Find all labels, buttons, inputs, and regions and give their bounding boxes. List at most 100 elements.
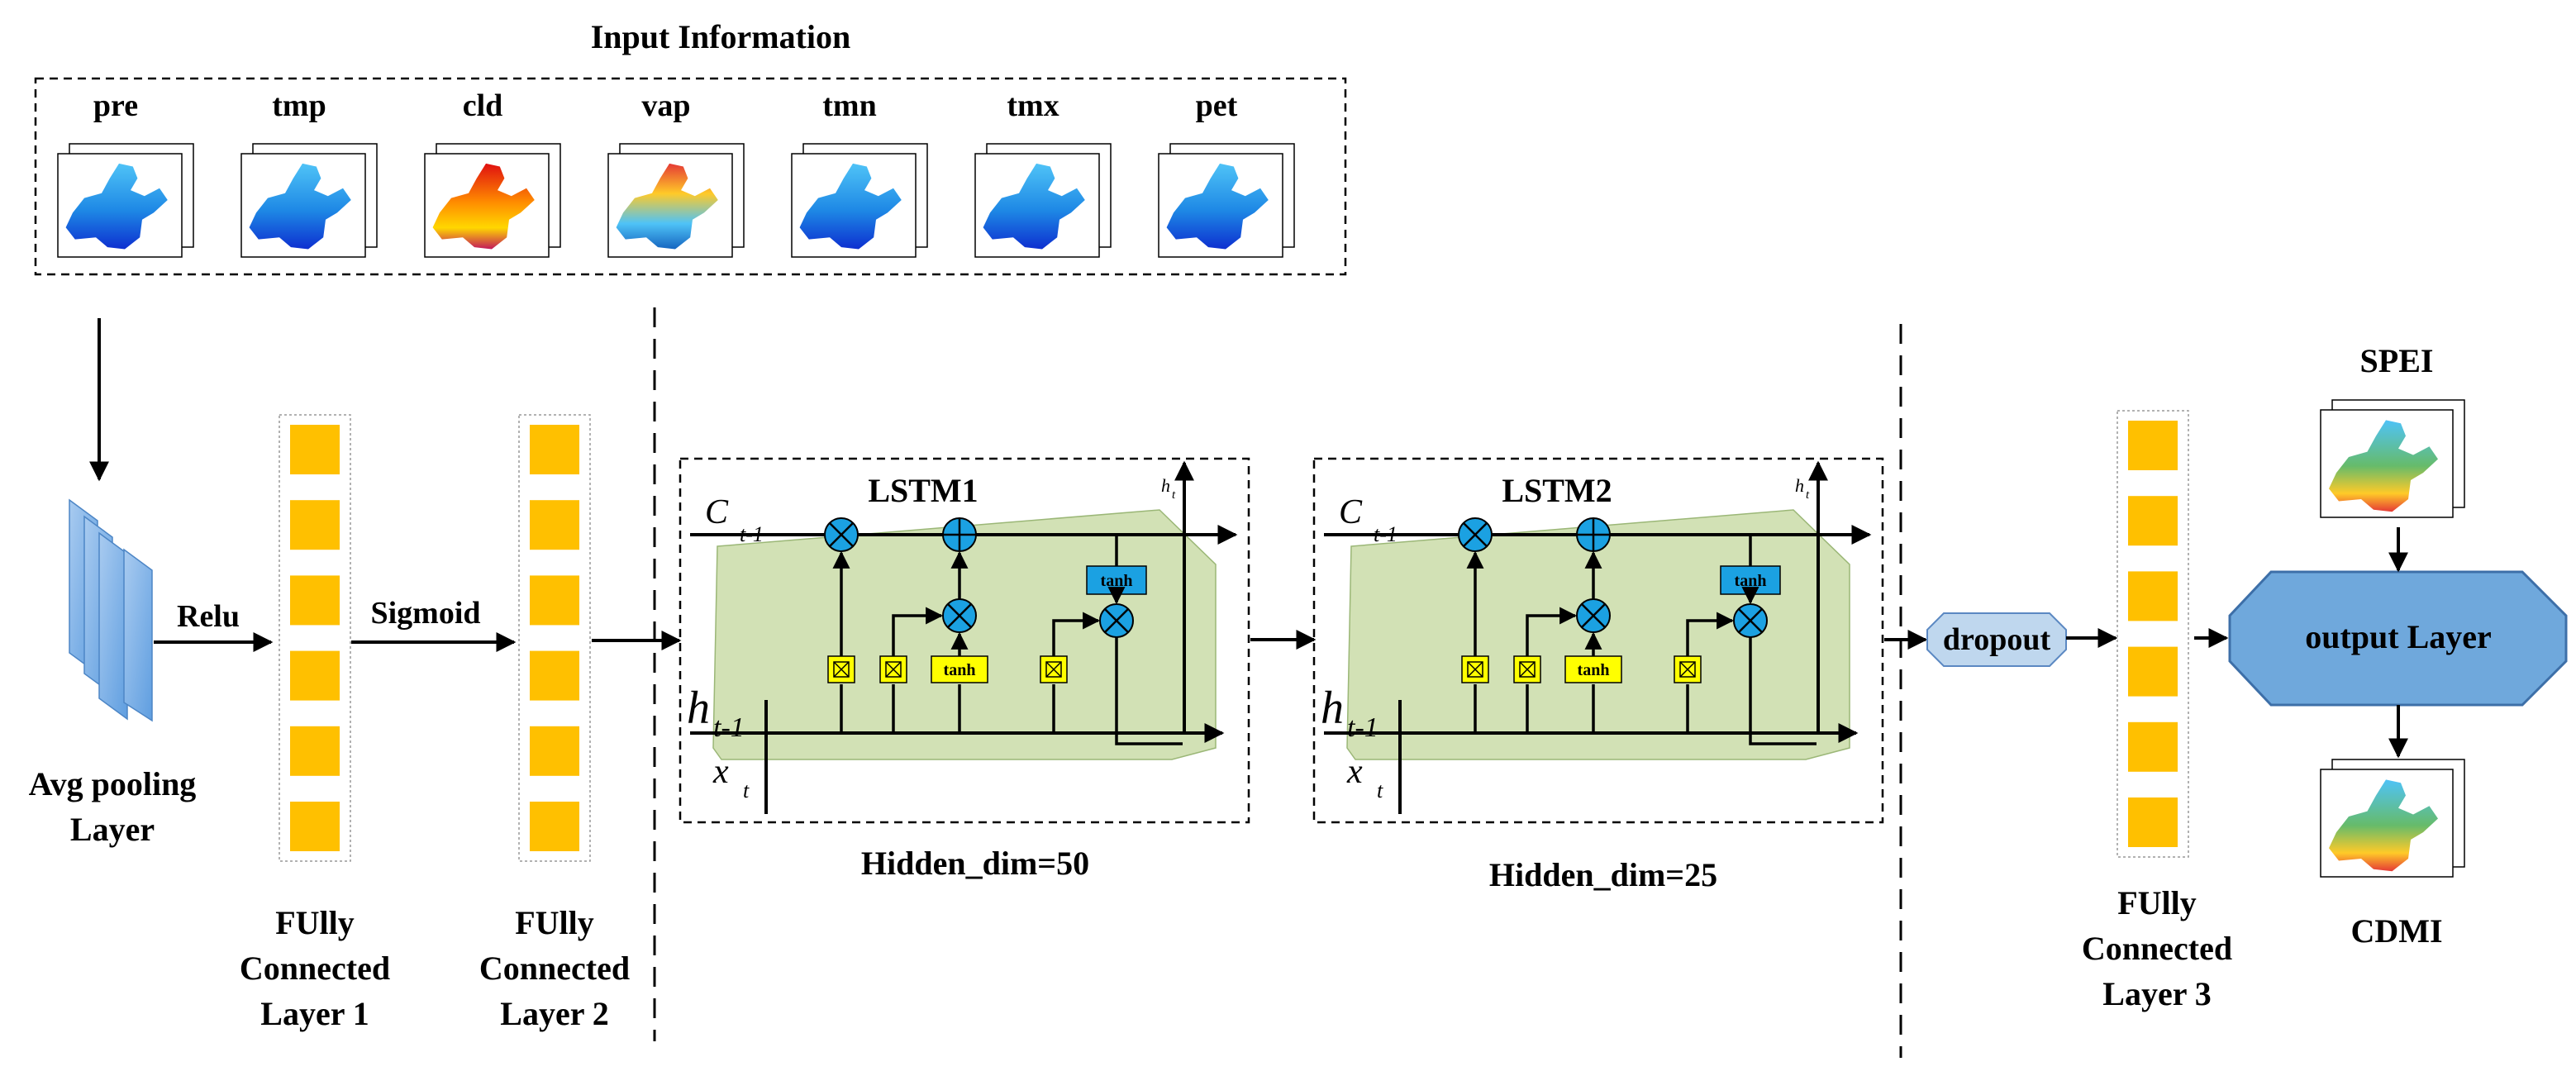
fc1-label-line2: Connected xyxy=(240,950,390,987)
fc-neuron xyxy=(290,425,340,474)
cell-symbol-sub: t-1 xyxy=(1374,522,1398,546)
fc2-label-line3: Layer 2 xyxy=(500,995,608,1032)
gate-symbol-box xyxy=(885,661,902,678)
fc-neuron xyxy=(530,650,579,701)
fc1-label-line3: Layer 1 xyxy=(260,995,369,1032)
fc-outline xyxy=(2117,410,2189,858)
spei-map xyxy=(2320,399,2465,518)
fc-neuron xyxy=(290,802,340,851)
tanh-gate xyxy=(931,655,988,683)
pooling-label-line2: Layer xyxy=(70,811,155,848)
output-multiply-mark xyxy=(1104,608,1129,633)
lstm1-hidden-dim: Hidden_dim=50 xyxy=(861,845,1089,882)
input-label-cld: cld xyxy=(463,88,503,123)
map-silhouette xyxy=(249,163,351,250)
gate-symbol-box xyxy=(1045,661,1062,678)
fully-connected-layer-1 xyxy=(279,414,351,862)
fc-neuron xyxy=(530,802,579,851)
output-gate-line xyxy=(1686,612,1735,656)
gate-symbol-box xyxy=(1679,661,1696,678)
pooling-label-line1: Avg pooling xyxy=(29,765,197,802)
input-multiply-mark xyxy=(947,603,972,628)
output-gate-line xyxy=(1052,612,1101,656)
fc3-label-line3: Layer 3 xyxy=(2102,975,2211,1012)
ht-symbol: h xyxy=(1795,475,1804,496)
tanh-gate xyxy=(1564,655,1622,683)
map-silhouette xyxy=(2329,779,2438,872)
input-map-tmp xyxy=(240,143,378,258)
input-map-tmn xyxy=(791,143,928,258)
input-label-tmx: tmx xyxy=(1007,88,1059,123)
fc-neuron xyxy=(2128,421,2178,470)
fc-neuron xyxy=(530,500,579,550)
input-label-pre: pre xyxy=(93,88,138,123)
output-to-ht-line xyxy=(1115,637,1183,745)
forget-multiply-mark xyxy=(829,522,854,547)
input-symbol-sub: t xyxy=(743,778,750,802)
lstm2-hidden-dim: Hidden_dim=25 xyxy=(1489,856,1717,893)
fc-neuron xyxy=(530,425,579,474)
fc-neuron xyxy=(530,726,579,776)
hidden-symbol: h xyxy=(1321,683,1344,734)
output-tanh xyxy=(1086,565,1147,595)
cell-symbol: C xyxy=(705,493,729,531)
tanh-gate-label: tanh xyxy=(944,661,976,679)
input-symbol-sub: t xyxy=(1377,778,1383,802)
lstm-name: LSTM1 xyxy=(868,472,978,509)
gate-symbol-line xyxy=(833,661,850,678)
input-gate-line xyxy=(892,607,944,656)
fc-neuron xyxy=(2128,721,2178,772)
map-silhouette xyxy=(432,163,535,250)
gate-symbol-line xyxy=(1519,661,1536,678)
gate-symbol-box xyxy=(833,661,850,678)
output-to-ht-line xyxy=(1749,637,1817,745)
map-silhouette xyxy=(1166,163,1269,250)
input-map-pet xyxy=(1158,143,1295,258)
lstm-frame xyxy=(1312,457,1884,824)
input-map-cld xyxy=(424,143,561,258)
map-silhouette xyxy=(799,163,902,250)
hidden-symbol-sub: t-1 xyxy=(1347,712,1378,743)
map-silhouette xyxy=(616,163,718,250)
forget-multiply-mark xyxy=(1463,522,1488,547)
hidden-symbol: h xyxy=(687,683,710,734)
input-label-pet: pet xyxy=(1196,88,1238,123)
sigmoid-label: Sigmoid xyxy=(370,596,480,631)
gate-symbol-line xyxy=(885,661,902,678)
dropout-label: dropout xyxy=(1943,622,2051,657)
fc-neuron xyxy=(2128,797,2178,847)
dropout-node xyxy=(1926,612,2067,667)
gate-symbol-box xyxy=(1519,661,1536,678)
input-box xyxy=(34,77,1347,276)
fully-connected-layer-2 xyxy=(518,414,591,862)
gate-symbol-box xyxy=(1467,661,1483,678)
fc-outline xyxy=(279,414,351,862)
ht-symbol-sub: t xyxy=(1172,488,1176,502)
fc-neuron xyxy=(2128,646,2178,697)
fc3-label-line2: Connected xyxy=(2082,930,2232,967)
map-silhouette xyxy=(983,163,1085,250)
fully-connected-layer-3 xyxy=(2117,410,2189,858)
fc-neuron xyxy=(290,650,340,701)
hidden-symbol-sub: t-1 xyxy=(713,712,745,743)
output-layer-label: output Layer xyxy=(2305,618,2492,655)
input-map-vap xyxy=(607,143,745,258)
gate-symbol-line xyxy=(1467,661,1483,678)
spei-label: SPEI xyxy=(2360,342,2434,379)
fc3-label-line1: FUlly xyxy=(2117,884,2197,921)
ht-symbol: h xyxy=(1161,475,1170,496)
fc-outline xyxy=(518,414,591,862)
fc2-label-line2: Connected xyxy=(479,950,630,987)
fc-neuron xyxy=(2128,496,2178,546)
map-silhouette xyxy=(2329,420,2438,512)
title: Input Information xyxy=(591,18,851,55)
input-label-tmp: tmp xyxy=(272,88,326,123)
output-tanh-label: tanh xyxy=(1735,572,1767,590)
input-map-pre xyxy=(57,143,194,258)
output-tanh-label: tanh xyxy=(1101,572,1133,590)
cdmi-label: CDMI xyxy=(2350,912,2442,950)
